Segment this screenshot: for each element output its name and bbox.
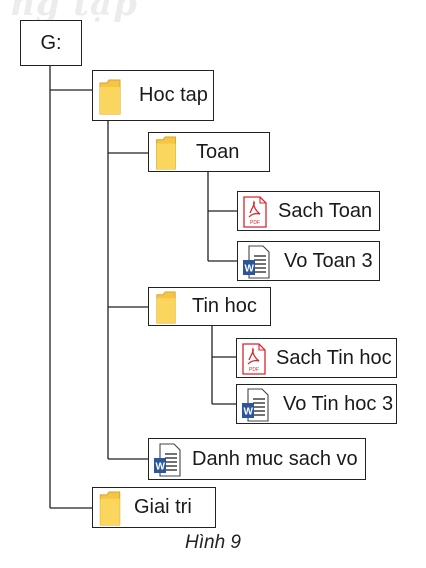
folder-hoc-tap[interactable]: Hoc tap [92,70,214,121]
file-vo-toan-3-label: Vo Toan 3 [284,249,373,272]
drive-root-node[interactable]: G: [20,20,82,66]
folder-giai-tri[interactable]: Giai tri [92,487,216,528]
svg-text:W: W [245,264,255,275]
svg-text:PDF: PDF [250,220,260,226]
pdf-file-icon: PDF [243,196,267,228]
drive-root-label: G: [40,31,62,54]
svg-text:W: W [244,407,254,418]
folder-toan[interactable]: Toan [148,132,270,172]
folder-toan-label: Toan [196,140,240,163]
file-vo-tin-hoc-3-label: Vo Tin hoc 3 [283,392,394,415]
folder-tin-hoc[interactable]: Tin hoc [148,287,271,326]
figure-caption: Hình 9 [185,532,241,553]
file-danh-muc-sach-vo-label: Danh muc sach vo [192,447,358,470]
folder-icon [99,491,121,526]
file-sach-tin-hoc-label: Sach Tin hoc [276,346,392,369]
folder-hoc-tap-label: Hoc tap [139,84,208,106]
folder-tin-hoc-label: Tin hoc [192,295,257,317]
file-danh-muc-sach-vo[interactable]: W Danh muc sach vo [148,438,366,480]
word-file-icon: W [154,443,181,477]
file-sach-toan[interactable]: PDF Sach Toan [237,191,380,231]
folder-icon [156,136,176,170]
pdf-file-icon: PDF [242,343,266,375]
folder-icon [99,79,121,115]
svg-text:PDF: PDF [249,367,259,373]
folder-giai-tri-label: Giai tri [134,496,192,518]
word-file-icon: W [242,388,269,422]
file-sach-tin-hoc[interactable]: PDF Sach Tin hoc [236,338,397,378]
folder-icon [156,291,176,324]
word-file-icon: W [243,245,270,279]
file-vo-toan-3[interactable]: W Vo Toan 3 [237,241,380,281]
file-sach-toan-label: Sach Toan [278,199,373,222]
file-vo-tin-hoc-3[interactable]: W Vo Tin hoc 3 [236,384,397,424]
svg-text:W: W [156,462,166,473]
